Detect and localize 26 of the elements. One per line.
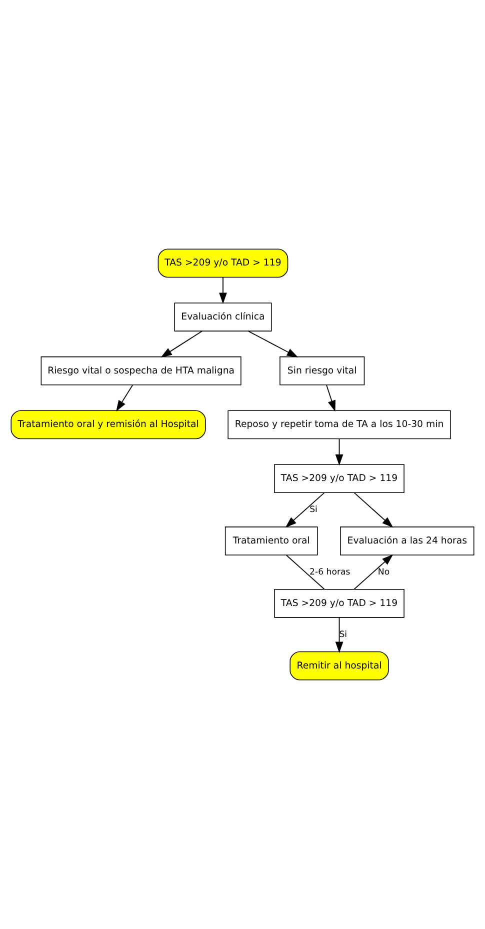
arrow xyxy=(116,384,134,412)
node-box: TAS >209 y/o TAD > 119 xyxy=(274,588,404,618)
node-box: Sin riesgo vital xyxy=(280,356,365,386)
node-box: Riesgo vital o sospecha de HTA maligna xyxy=(40,356,242,386)
node-box: TAS >209 y/o TAD > 119 xyxy=(158,248,288,278)
node-box: TAS >209 y/o TAD > 119 xyxy=(274,464,404,493)
edge-label: 2-6 horas xyxy=(310,567,350,578)
arrow xyxy=(326,384,336,412)
node-box: Evaluación clínica xyxy=(174,302,272,332)
node-box: Tratamiento oral xyxy=(224,526,318,556)
edge-label: Si xyxy=(339,630,348,640)
arrow xyxy=(248,330,298,358)
arrow xyxy=(219,276,227,304)
arrow xyxy=(335,617,344,653)
node-box: Tratamiento oral y remisión al Hospital xyxy=(10,410,206,440)
connector xyxy=(286,554,325,590)
arrow xyxy=(354,492,394,528)
node-box: Remitir al hospital xyxy=(290,651,389,680)
arrow xyxy=(285,492,325,528)
node-box: Reposo y repetir toma de TA a los 10-30 min xyxy=(228,410,451,440)
node-box: Evaluación a las 24 horas xyxy=(340,526,474,556)
edge-label: No xyxy=(378,567,390,578)
arrow xyxy=(335,438,344,466)
arrow xyxy=(354,554,394,590)
arrow xyxy=(160,330,203,358)
edge-label: Si xyxy=(310,504,318,515)
